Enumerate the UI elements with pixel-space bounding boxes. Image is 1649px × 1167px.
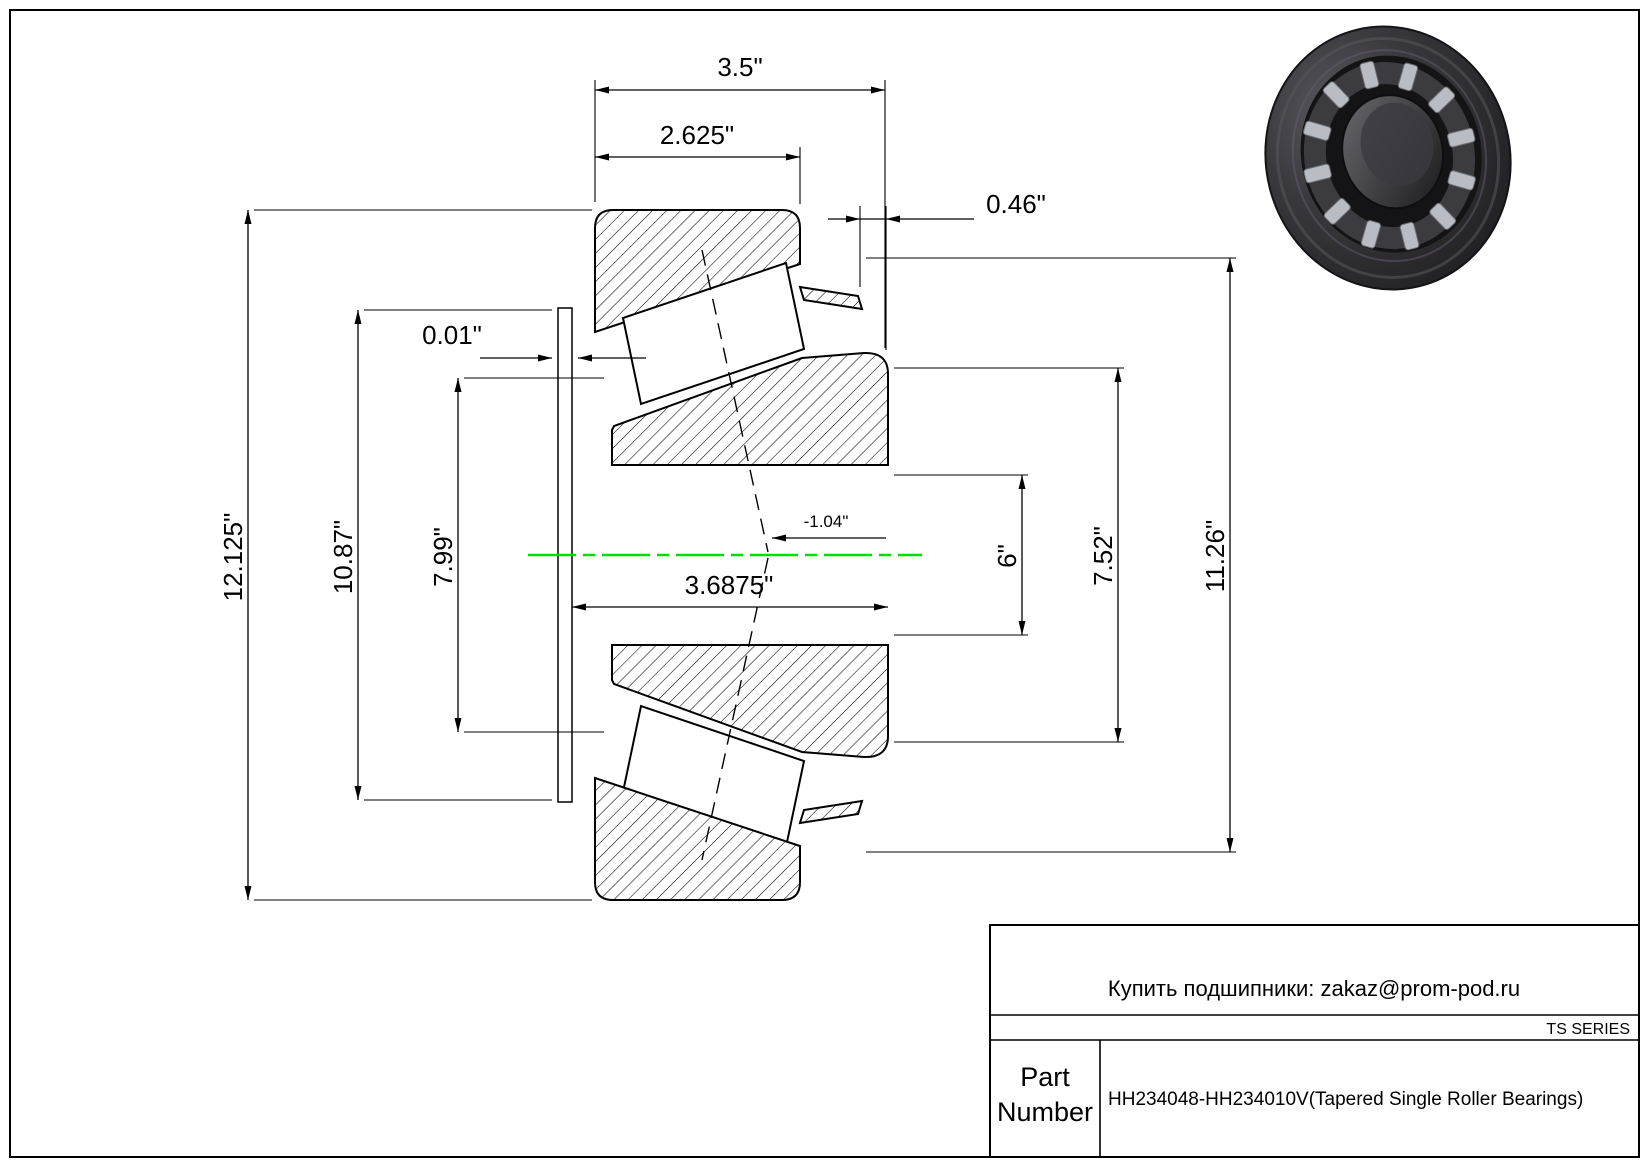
pitch-line-top <box>701 249 769 553</box>
part-label-line2: Number <box>997 1097 1093 1127</box>
dim-cup-standout: 0.46" <box>986 189 1046 219</box>
dim-cup-back-diameter: 7.52" <box>1088 526 1118 586</box>
cage-lip-bottom <box>798 799 864 825</box>
dim-total-width: 3.5" <box>717 52 762 82</box>
dim-bore-diameter: 6" <box>992 544 1022 568</box>
roller-top <box>621 261 806 406</box>
bearing-3d-render <box>1264 25 1512 291</box>
dim-rib-diameter: 7.99" <box>428 527 458 587</box>
dim-flange-od: 10.87" <box>328 520 358 594</box>
cage-lip-top <box>798 285 864 311</box>
title-block: Купить подшипники: zakaz@prom-pod.ru TS … <box>989 924 1640 1158</box>
cup-top-section <box>594 209 801 334</box>
dimension-lines <box>244 86 1234 900</box>
dimension-labels: 3.5" 2.625" 0.46" 0.01" 12.125" 10.87" 7… <box>218 52 1230 601</box>
dim-housing-od: 12.125" <box>218 513 248 602</box>
dim-cone-width: 3.6875" <box>685 570 774 600</box>
dim-bench-end-play: 0.01" <box>422 320 482 350</box>
dim-cup-od: 11.26" <box>1200 520 1230 592</box>
bearing-cross-section <box>528 209 922 901</box>
cone-top-section <box>611 351 889 466</box>
part-label-line1: Part <box>1020 1062 1070 1092</box>
cup-bottom-section <box>594 776 801 901</box>
extension-lines <box>254 80 1236 901</box>
bearing-rollers <box>1303 60 1476 251</box>
series-label: TS SERIES <box>1546 1021 1630 1038</box>
dim-effective-center: -1.04" <box>804 512 849 531</box>
contact-line: Купить подшипники: zakaz@prom-pod.ru <box>1108 976 1520 1001</box>
dim-cup-width: 2.625" <box>660 120 734 150</box>
cone-bottom-section <box>611 644 889 759</box>
part-number: HH234048-HH234010V(Tapered Single Roller… <box>1108 1089 1583 1110</box>
